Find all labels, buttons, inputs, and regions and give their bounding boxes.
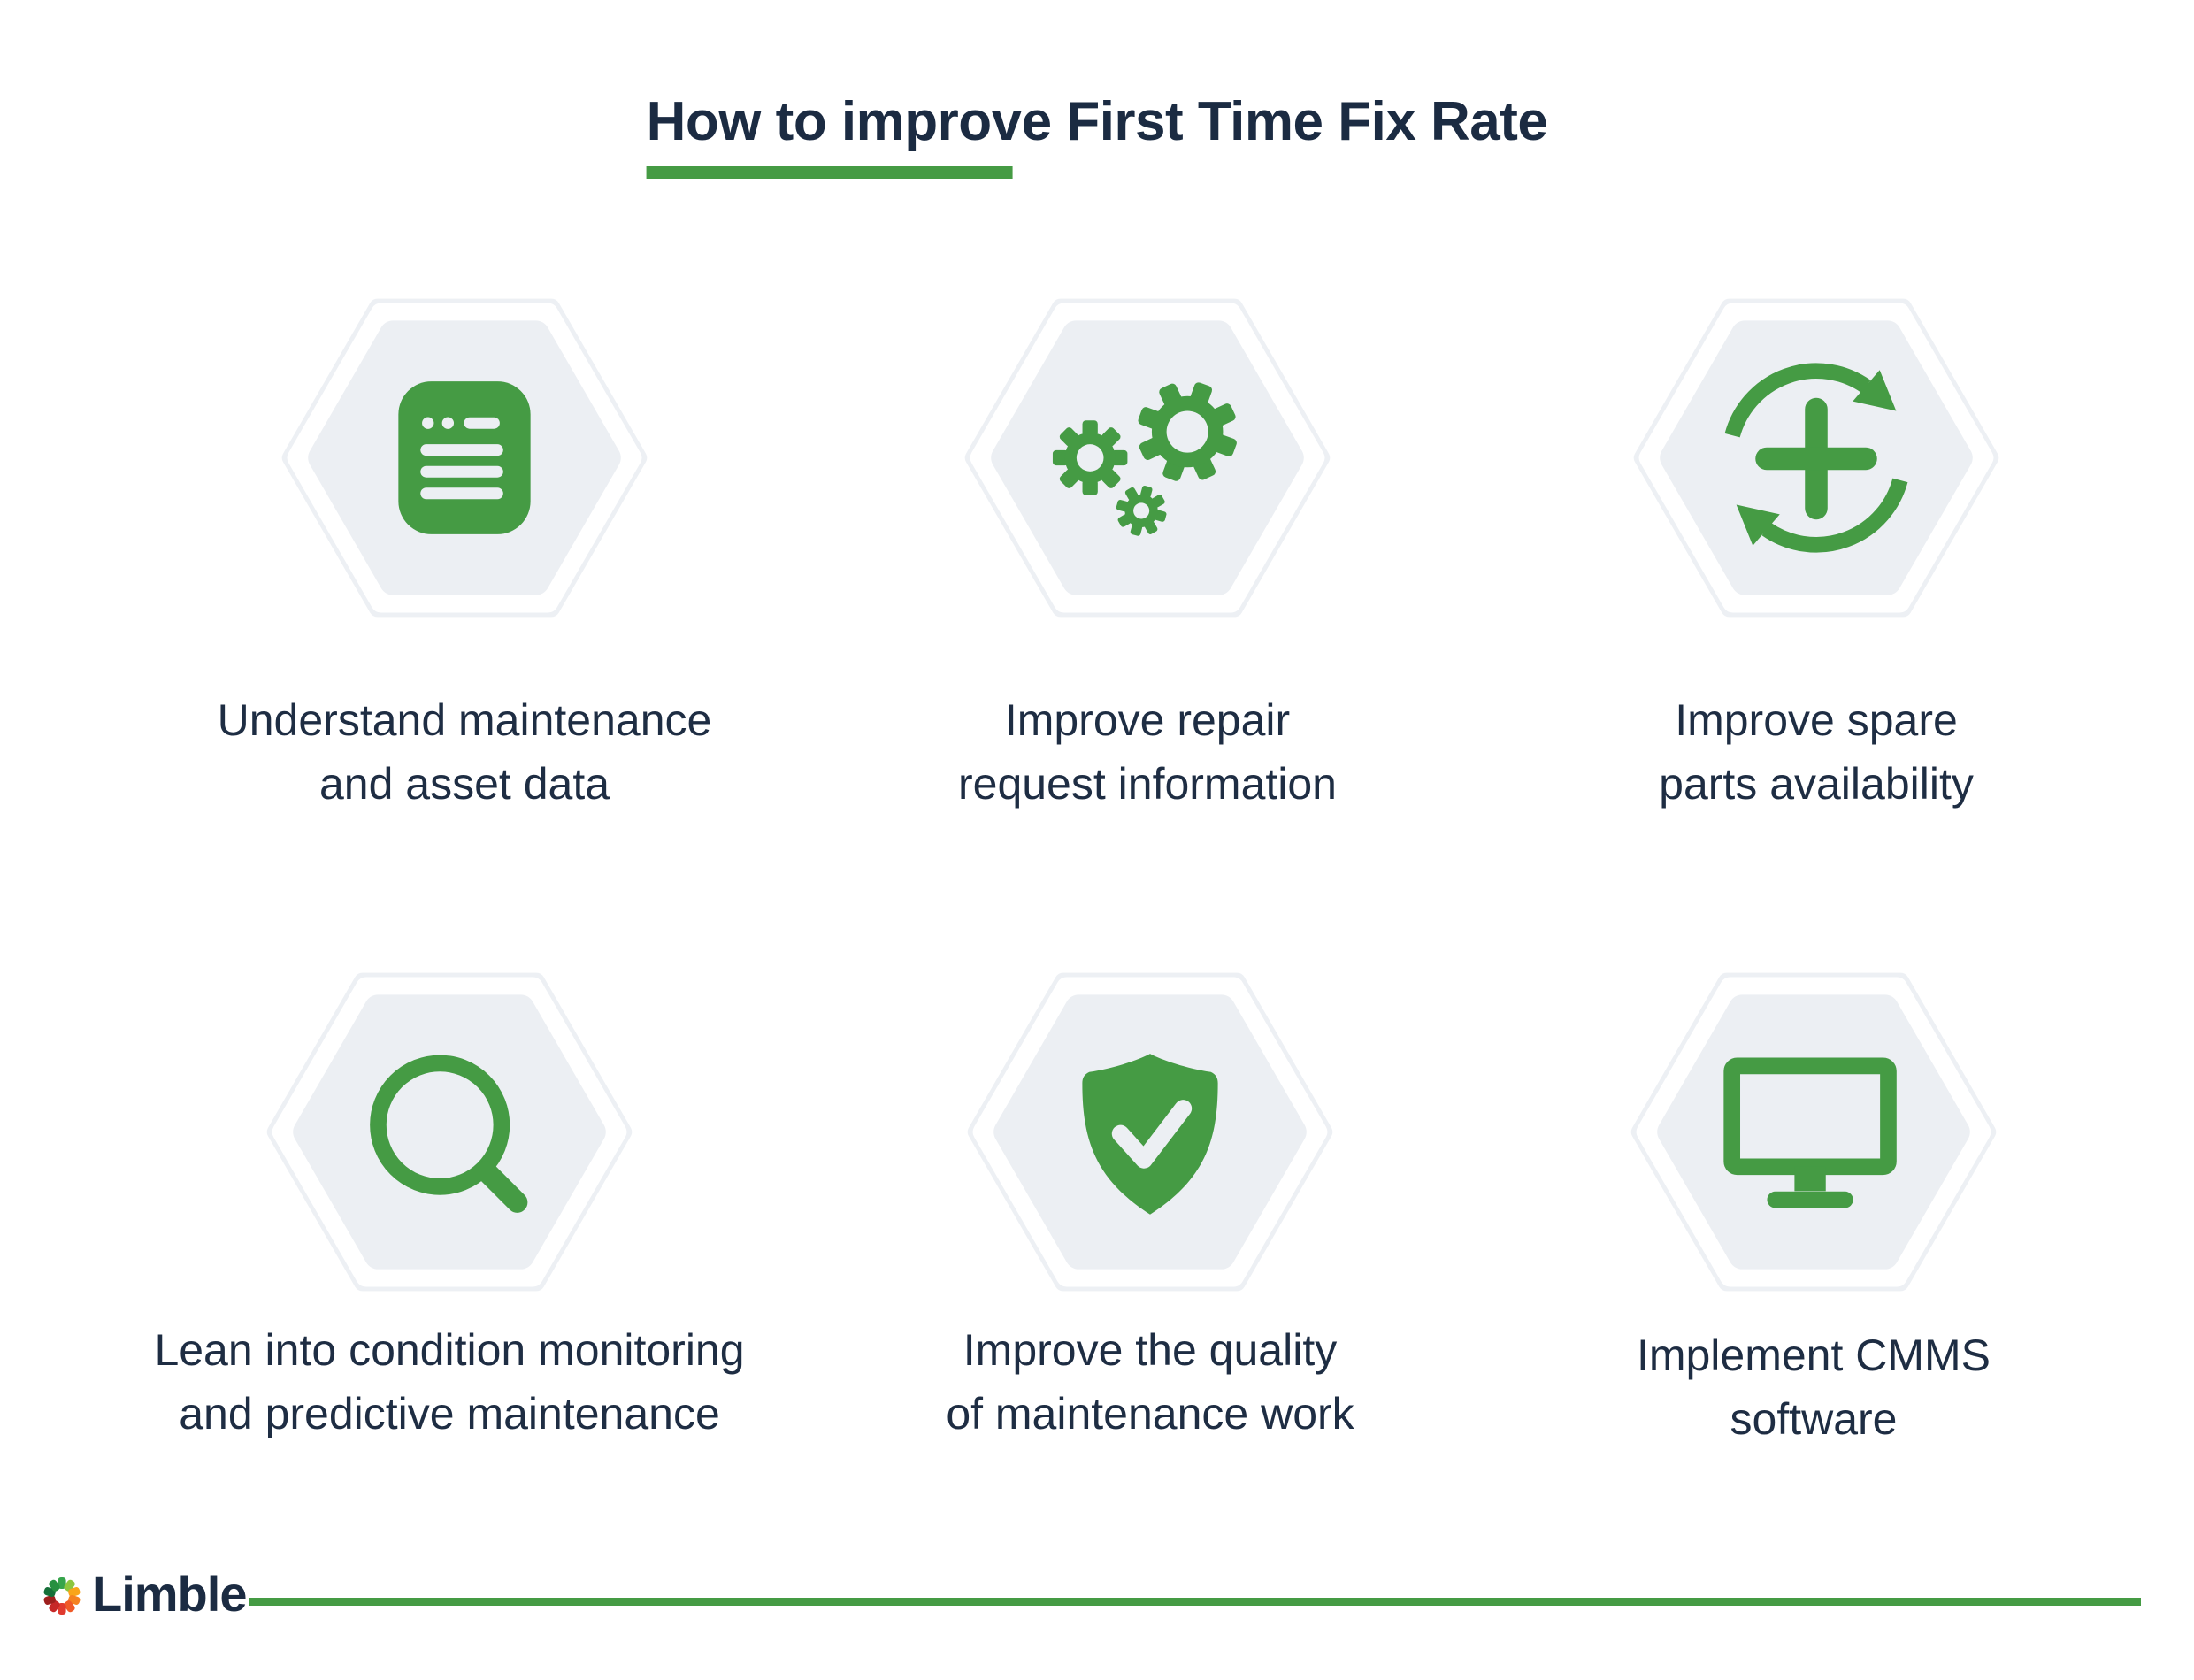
brand-name: Limble bbox=[92, 1566, 247, 1622]
caption-line: and predictive maintenance bbox=[179, 1389, 720, 1438]
caption-line: Improve the quality bbox=[963, 1325, 1338, 1375]
page-title: How to improve First Time Fix Rate bbox=[646, 91, 1548, 152]
caption-line: Improve repair bbox=[1004, 695, 1291, 745]
monitor-icon bbox=[1723, 1057, 1897, 1208]
caption-line: request information bbox=[957, 759, 1337, 809]
hex-tile-repair-request bbox=[964, 298, 1331, 618]
caption-line: and asset data bbox=[318, 759, 610, 809]
footer-divider-line bbox=[249, 1598, 2141, 1606]
search-icon bbox=[370, 1055, 528, 1213]
caption-repair-request: Improve repair request information bbox=[740, 688, 1554, 816]
title-underline bbox=[646, 166, 1013, 179]
caption-line: software bbox=[1730, 1394, 1898, 1444]
caption-line: Improve spare bbox=[1675, 695, 1958, 745]
caption-quality-of-work: Improve the quality of maintenance work bbox=[743, 1318, 1557, 1446]
caption-line: Understand maintenance bbox=[217, 695, 712, 745]
gears-icon bbox=[1052, 382, 1237, 536]
caption-line: Implement CMMS bbox=[1636, 1331, 1991, 1380]
caption-line: parts availability bbox=[1659, 759, 1974, 809]
sync-plus-icon bbox=[1724, 363, 1908, 553]
hex-tile-implement-cmms bbox=[1630, 972, 1997, 1292]
caption-spare-parts: Improve spare parts availability bbox=[1409, 688, 2194, 816]
document-icon bbox=[398, 381, 531, 534]
hex-tile-understand-data bbox=[281, 298, 648, 618]
hex-tile-condition-monitoring bbox=[266, 972, 633, 1292]
caption-line: of maintenance work bbox=[946, 1389, 1354, 1438]
caption-condition-monitoring: Lean into condition monitoring and predi… bbox=[42, 1318, 856, 1446]
hex-tile-spare-parts bbox=[1633, 298, 1999, 618]
limble-pinwheel-icon bbox=[43, 1577, 81, 1615]
caption-understand-data: Understand maintenance and asset data bbox=[58, 688, 871, 816]
caption-implement-cmms: Implement CMMS software bbox=[1407, 1323, 2194, 1451]
shield-check-icon bbox=[1082, 1054, 1218, 1215]
hex-tile-quality-of-work bbox=[967, 972, 1333, 1292]
caption-line: Lean into condition monitoring bbox=[154, 1325, 745, 1375]
header: How to improve First Time Fix Rate bbox=[646, 91, 1548, 179]
